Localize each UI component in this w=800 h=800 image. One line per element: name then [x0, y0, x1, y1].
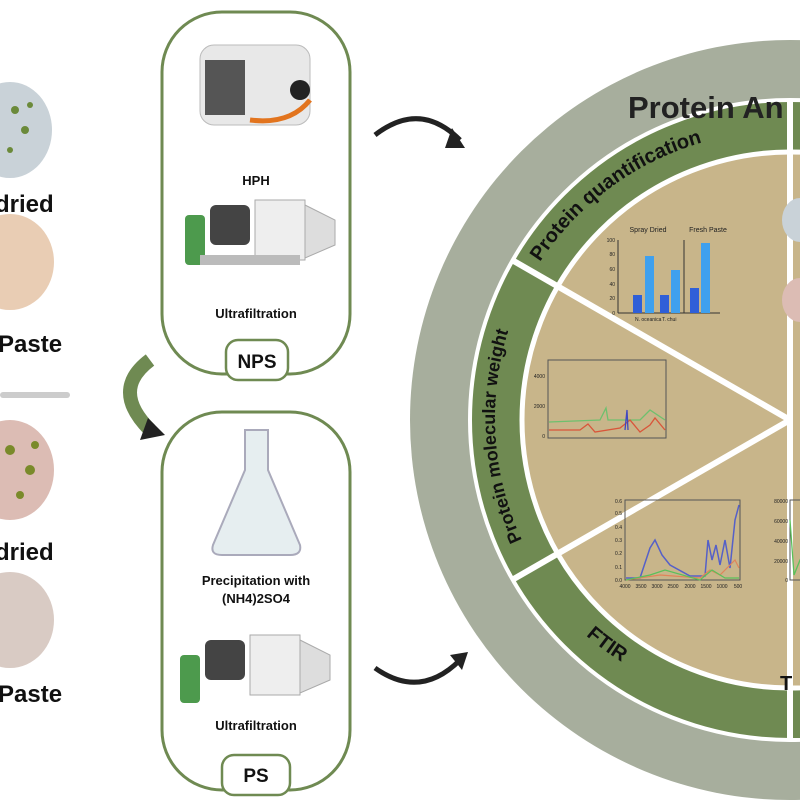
sample-image	[0, 572, 54, 668]
ammonium-sulfate-label: (NH4)2SO4	[222, 591, 291, 606]
tick-label: 500	[734, 584, 743, 590]
ftir-chart: 4000 3500 3000 2500 2000 1500 1000 500 0…	[615, 499, 742, 590]
tick-label: 0.4	[615, 525, 622, 531]
sec-chart: 4000 2000 0	[534, 359, 667, 440]
tick-label: 40000	[774, 539, 788, 545]
tick-label: 0	[785, 578, 788, 584]
tick-label: 0.3	[615, 538, 622, 544]
tick-label: 0.1	[615, 565, 622, 571]
bar	[690, 288, 699, 313]
sample-label: Paste	[0, 681, 62, 708]
ftir-trace	[625, 558, 740, 581]
tick-label: 3000	[651, 584, 662, 590]
wheel-title: Protein An	[628, 90, 784, 125]
sample-label: dried	[0, 191, 54, 218]
bar	[701, 243, 710, 313]
tick-label: 60000	[774, 519, 788, 525]
ftir-trace	[626, 504, 740, 579]
curved-arrow-icon	[123, 354, 156, 435]
tick-label: 0	[612, 311, 615, 317]
segment-label-partial: T	[780, 673, 792, 695]
ultrafiltration-device-image	[180, 634, 331, 703]
tick-label: 80	[609, 252, 615, 258]
sample-image	[0, 214, 54, 310]
sample-image	[782, 198, 800, 242]
tick-label: 80000	[774, 499, 788, 505]
tick-label: 2500	[667, 584, 678, 590]
bar-chart: Spray Dried Fresh Paste 0 20 40 60 80 10…	[607, 227, 727, 323]
tick-label: 0.5	[615, 511, 622, 517]
sec-trace	[548, 405, 666, 423]
tick-label: 0.0	[615, 578, 622, 584]
ultrafiltration-device-image	[185, 199, 336, 265]
tick-label: 1000	[716, 584, 727, 590]
tick-label: 100	[607, 238, 616, 244]
tick-label: T. chui	[662, 317, 676, 323]
tick-label: 1500	[700, 584, 711, 590]
chart-group-label: Spray Dried	[630, 227, 667, 234]
chart-group-label: Fresh Paste	[689, 227, 727, 234]
curved-arrow-icon	[373, 658, 462, 685]
bar	[645, 256, 654, 313]
bar	[671, 270, 680, 313]
tick-label: N. oceanica	[635, 317, 662, 323]
ultrafiltration-label: Ultrafiltration	[215, 718, 297, 733]
ps-panel: Precipitation with (NH4)2SO4 Ultrafiltra…	[160, 410, 352, 797]
ftir-trace	[625, 569, 739, 581]
tick-label: 20	[609, 296, 615, 302]
divider	[0, 392, 70, 398]
ps-badge: PS	[243, 766, 268, 787]
sec-trace	[624, 409, 629, 431]
tick-label: 40	[609, 282, 615, 288]
flask-image	[211, 429, 302, 556]
tick-label: 2000	[684, 584, 695, 590]
tick-label: 20000	[774, 559, 788, 565]
precipitation-label: Precipitation with	[202, 573, 310, 588]
sample-label: Paste	[0, 331, 62, 358]
bar	[633, 295, 642, 313]
sample-label: dried	[0, 539, 54, 566]
tick-label: 4000	[619, 584, 630, 590]
nps-panel: HPH Ultrafiltration NPS	[160, 10, 352, 382]
tick-label: 4000	[534, 374, 545, 380]
bar	[660, 295, 669, 313]
nps-badge: NPS	[237, 352, 276, 373]
sample-list: dried Paste dried Paste	[0, 82, 70, 708]
hph-label: HPH	[242, 173, 269, 188]
tick-label: 3500	[635, 584, 646, 590]
tick-label: 60	[609, 267, 615, 273]
tick-label: 0	[542, 434, 545, 440]
ultrafiltration-label: Ultrafiltration	[215, 306, 297, 321]
protein-analysis-wheel: Protein An Protein quantification Protei…	[410, 40, 800, 800]
tick-label: 2000	[534, 404, 545, 410]
tick-label: 0.2	[615, 551, 622, 557]
curved-arrow-icon	[373, 116, 462, 142]
hph-device-image	[199, 44, 312, 126]
sample-image	[782, 278, 800, 322]
tick-label: 0.6	[615, 499, 622, 505]
right-chart: 0 20000 40000 60000 80000	[774, 499, 800, 584]
